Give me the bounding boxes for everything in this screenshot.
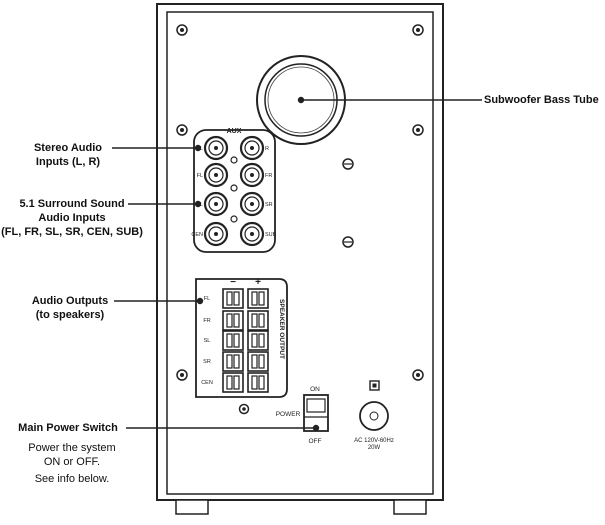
- cabinet-foot-right: [393, 499, 427, 515]
- rca-jack-icon[interactable]: R: [239, 135, 269, 161]
- speaker-terminal-clip[interactable]: [247, 310, 269, 331]
- power-switch-note: Power the system ON or OFF. See info bel…: [10, 441, 134, 486]
- terminal-minus-label: −: [230, 277, 236, 288]
- audio-outputs-callout: Audio Outputs (to speakers): [20, 294, 120, 322]
- ac-rating-line1: AC 120V-60Hz: [354, 438, 394, 444]
- rca-jack-icon[interactable]: SUB: [239, 221, 277, 247]
- switch-off-label: OFF: [309, 438, 322, 445]
- power-note-line1: Power the system: [28, 442, 116, 454]
- terminal-channel-label: FR: [203, 318, 210, 324]
- cabinet-foot-left: [175, 499, 209, 515]
- terminal-channel-label: CEN: [201, 380, 213, 386]
- power-switch[interactable]: ON POWER OFF: [276, 386, 329, 445]
- screw-icon: [176, 24, 188, 36]
- speaker-terminal-clip[interactable]: [222, 288, 244, 309]
- audio-outputs-line2: (to speakers): [35, 309, 105, 321]
- speaker-terminal-clip[interactable]: [247, 288, 269, 309]
- rca-jack-icon[interactable]: SR: [239, 191, 273, 217]
- screw-icon: [238, 403, 250, 415]
- jack-label: R: [265, 146, 269, 152]
- speaker-terminal-clip[interactable]: [222, 330, 244, 351]
- terminal-channel-label: SR: [203, 359, 211, 365]
- screw-icon: [176, 369, 188, 381]
- switch-power-label: POWER: [276, 411, 301, 418]
- rca-jack-icon[interactable]: FL: [197, 162, 229, 188]
- screw-icon: [412, 369, 424, 381]
- screw-icon: [176, 124, 188, 136]
- ac-rating-line2: 20W: [368, 445, 381, 451]
- screw-icon: [412, 124, 424, 136]
- stereo-inputs-line1: Stereo Audio: [33, 142, 103, 154]
- jack-label: FR: [265, 173, 272, 179]
- jack-label: CEN: [191, 232, 203, 238]
- power-switch-callout: Main Power Switch: [18, 422, 118, 434]
- audio-outputs-line1: Audio Outputs: [31, 295, 109, 307]
- speaker-terminal-clip[interactable]: [247, 330, 269, 351]
- screw-icon: [342, 236, 354, 248]
- switch-on-label: ON: [310, 386, 320, 393]
- power-note-line3: See info below.: [34, 473, 110, 485]
- terminal-plus-label: +: [255, 277, 261, 288]
- screw-icon: [412, 24, 424, 36]
- led-indicator-icon: [230, 156, 238, 164]
- stereo-inputs-line2: Inputs (L, R): [35, 156, 101, 168]
- jack-label: L: [200, 146, 203, 152]
- bass-tube-callout: Subwoofer Bass Tube: [484, 94, 599, 106]
- power-note-line2: ON or OFF.: [43, 456, 101, 468]
- speaker-terminal-clip[interactable]: [247, 372, 269, 393]
- aux-label: AUX: [227, 128, 242, 135]
- speaker-terminal-clip[interactable]: [247, 351, 269, 372]
- terminal-channel-label: SL: [204, 338, 211, 344]
- surround-inputs-line2: Audio Inputs: [38, 212, 106, 224]
- screw-icon: [342, 158, 354, 170]
- jack-label: SR: [265, 202, 273, 208]
- speaker-terminal-clip[interactable]: [222, 372, 244, 393]
- jack-label: FL: [197, 173, 203, 179]
- speaker-output-panel: − + SPEAKER OUTPUT FL FR SL SR CEN: [195, 277, 288, 398]
- stereo-inputs-callout: Stereo Audio Inputs (L, R): [14, 141, 122, 169]
- leader-lines: [112, 96, 482, 432]
- rca-jack-icon[interactable]: CEN: [191, 221, 229, 247]
- speaker-terminal-clip[interactable]: [222, 310, 244, 331]
- led-indicator-icon: [230, 215, 238, 223]
- speaker-terminal-clip[interactable]: [222, 351, 244, 372]
- terminal-channel-label: FL: [204, 296, 210, 302]
- led-indicator-icon: [230, 184, 238, 192]
- rca-jack-icon[interactable]: FR: [239, 162, 272, 188]
- aux-input-panel: AUX LRFLFRRLSRCENSUB: [191, 128, 277, 253]
- speaker-output-label: SPEAKER OUTPUT: [278, 299, 285, 359]
- surround-inputs-line3: (FL, FR, SL, SR, CEN, SUB): [1, 226, 143, 238]
- jack-label: SUB: [265, 232, 277, 238]
- surround-inputs-line1: 5.1 Surround Sound: [19, 198, 125, 210]
- surround-inputs-callout: 5.1 Surround Sound Audio Inputs (FL, FR,…: [0, 197, 144, 239]
- rca-jack-icon[interactable]: L: [200, 135, 229, 161]
- power-cord-socket-icon: AC 120V-60Hz 20W: [354, 380, 394, 451]
